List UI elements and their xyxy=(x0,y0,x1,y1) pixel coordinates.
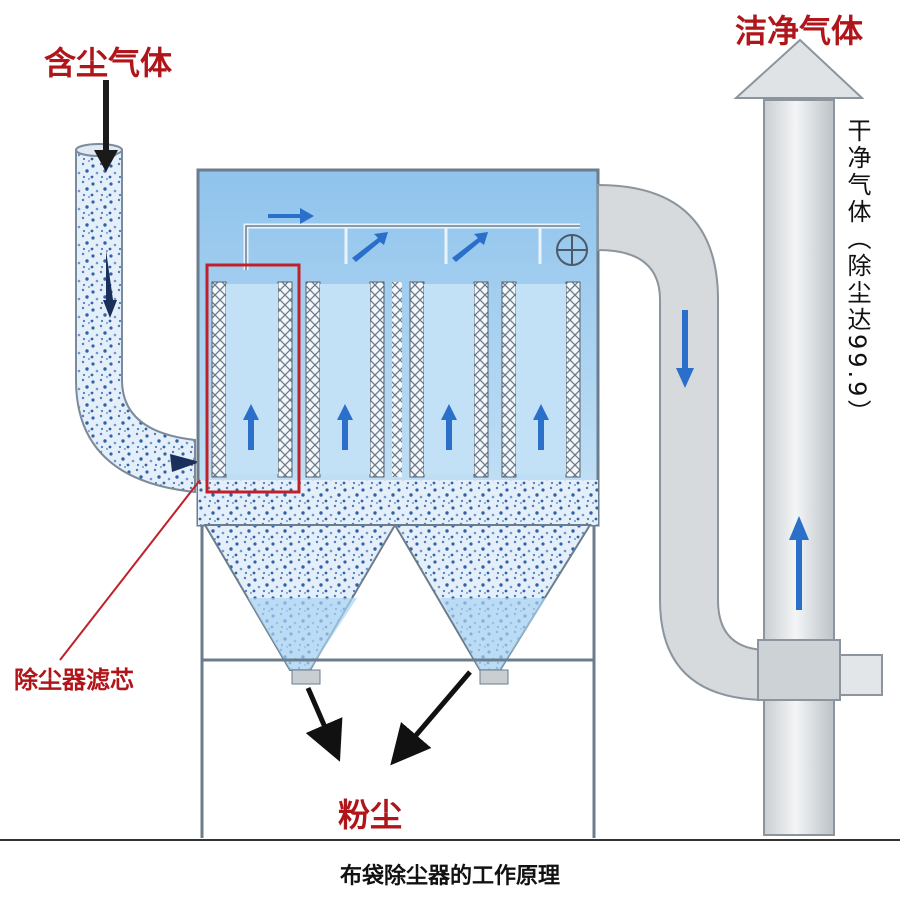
arrow-up-icon xyxy=(789,516,809,610)
outlet-duct xyxy=(597,183,769,702)
stack-cap xyxy=(733,38,865,99)
inlet-gas-label: 含尘气体 xyxy=(44,44,173,82)
arrow-down-icon xyxy=(676,310,694,388)
filter-bags xyxy=(211,281,581,478)
clean-gas-label: 洁净气体 xyxy=(735,12,864,50)
dry-gas-note: 干净气体（除尘达99.9） xyxy=(843,118,871,427)
dust-label: 粉尘 xyxy=(338,796,403,834)
filter-core-highlight xyxy=(205,263,301,494)
discharge-arrows xyxy=(305,670,472,766)
inlet-flow-arrow xyxy=(94,80,200,472)
inlet-pipe xyxy=(75,149,196,494)
exhaust-stack xyxy=(763,99,835,836)
arrow-right-icon xyxy=(268,208,314,224)
pulse-valves xyxy=(344,228,542,264)
bag-flow-arrows xyxy=(243,404,549,450)
fan-icon xyxy=(556,234,588,266)
diagram-caption: 布袋除尘器的工作原理 xyxy=(339,864,560,889)
filter-leader-line xyxy=(59,479,201,661)
filter-core-label: 除尘器滤芯 xyxy=(14,666,134,694)
support-frame xyxy=(200,525,596,838)
